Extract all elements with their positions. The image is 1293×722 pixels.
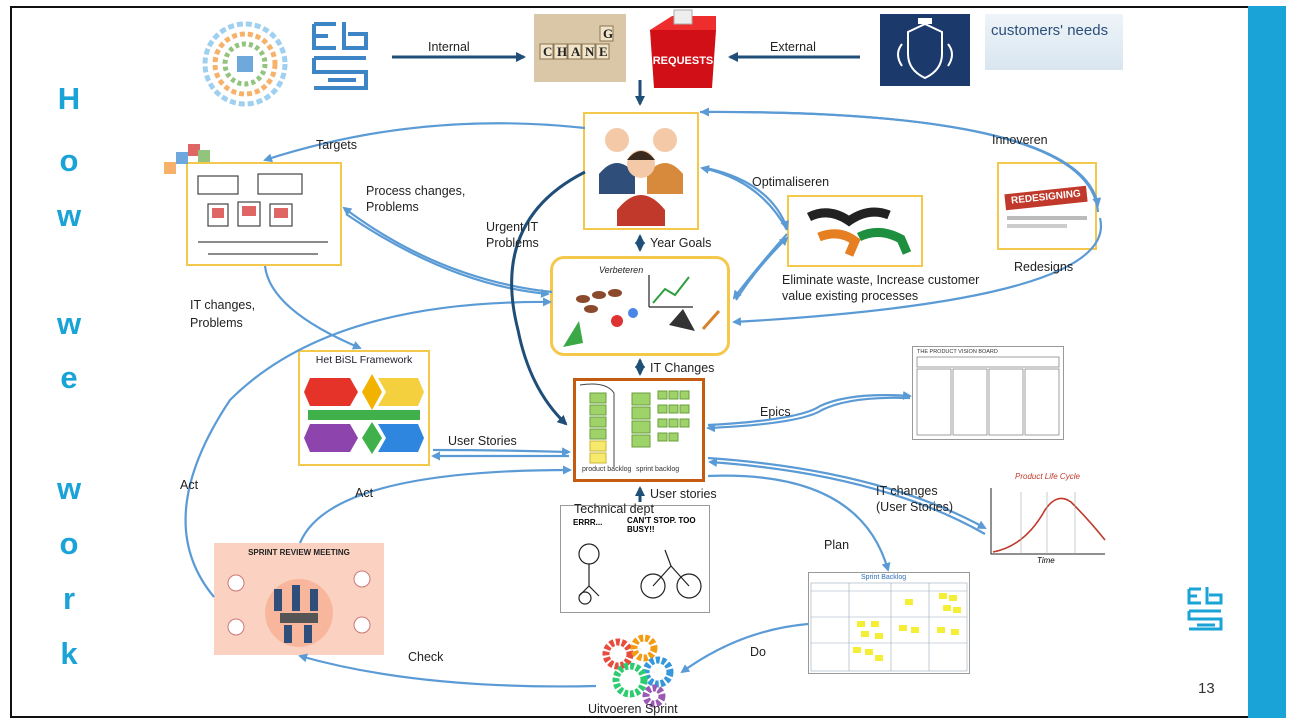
- arrow-urgent-it: [510, 170, 586, 426]
- label-targets: Targets: [316, 138, 357, 152]
- cartoon-left-text: ERRR...: [573, 518, 603, 527]
- arrow-innoveren-back: [700, 107, 1100, 213]
- label-it-changes: IT Changes: [650, 361, 715, 375]
- title-letter: H: [57, 81, 81, 116]
- arrow-it-changes-problems: [263, 265, 362, 350]
- requests-box-image: REQUESTS: [646, 8, 720, 92]
- label-it-changes-us-1: IT changes: [876, 484, 938, 498]
- change-letter: G: [603, 26, 613, 41]
- arrow-it-changes-us: [707, 456, 987, 529]
- coat-of-arms-image: [880, 14, 970, 86]
- label-process-changes-1: Process changes,: [366, 184, 466, 198]
- backlog-board-image: product backlog sprint backlog: [573, 378, 705, 482]
- label-do: Do: [750, 645, 766, 659]
- requests-label: REQUESTS: [653, 55, 714, 67]
- team-letters-icon: [164, 144, 210, 174]
- label-optimaliseren: Optimaliseren: [752, 175, 830, 189]
- label-urgent-2: Problems: [486, 236, 539, 250]
- label-internal: Internal: [428, 40, 470, 54]
- right-accent-bar: [1248, 6, 1286, 718]
- change-letter: E: [599, 44, 608, 59]
- arrow-process-changes-back: [345, 213, 550, 298]
- arrow-it-changes-us-back: [708, 458, 986, 535]
- vision-board-title: THE PRODUCT VISION BOARD: [917, 349, 998, 355]
- arrow-act-mid: [298, 465, 572, 544]
- change-letter: H: [557, 44, 567, 59]
- plc-x-label: Time: [1037, 556, 1055, 565]
- sprint-backlog-sheet-title: Sprint Backlog: [861, 574, 907, 581]
- label-act-left: Act: [180, 478, 199, 492]
- product-life-cycle-image: Product Life Cycle Time: [985, 470, 1111, 570]
- arrow-process-changes: [342, 206, 553, 294]
- change-letter: N: [585, 44, 595, 59]
- arrow-plan: [707, 474, 891, 572]
- title-letter: w: [56, 306, 82, 341]
- sprint-backlog-sheet-image: Sprint Backlog: [808, 572, 970, 674]
- arrow-user-stories-left: [432, 447, 571, 457]
- label-it-changes-problems-1: IT changes,: [190, 298, 256, 312]
- bisl-title: Het BiSL Framework: [315, 354, 413, 366]
- label-year-goals: Year Goals: [650, 236, 712, 250]
- sprint-review-title: SPRINT REVIEW MEETING: [248, 548, 350, 557]
- label-act-mid: Act: [355, 486, 374, 500]
- title-letter: w: [56, 198, 82, 233]
- label-user-stories-mid: User stories: [650, 487, 717, 501]
- label-redesigns: Redesigns: [1014, 260, 1074, 274]
- label-innoveren: Innoveren: [992, 133, 1048, 147]
- product-backlog-label: product backlog: [582, 466, 632, 473]
- too-busy-cartoon-image: ERRR... CAN'T STOP. TOO BUSY!!: [560, 505, 710, 613]
- management-people-image: [583, 112, 699, 230]
- title-letter: k: [60, 636, 78, 671]
- strategy-wheel-image: [202, 21, 288, 107]
- label-external: External: [770, 40, 816, 54]
- svg-text:Verbeteren: Verbeteren: [599, 265, 643, 275]
- sprint-review-meeting-image: SPRINT REVIEW MEETING: [214, 543, 384, 655]
- change-letter: C: [543, 44, 552, 59]
- change-blocks-image: C H A N G E: [534, 14, 626, 82]
- arrow-check: [298, 653, 597, 688]
- arrow-act-left: [184, 297, 552, 598]
- arrow-optimaliseren-back: [705, 166, 789, 230]
- arrow-targets: [263, 122, 586, 163]
- label-urgent-1: Urgent IT: [486, 220, 539, 234]
- label-epics: Epics: [760, 405, 791, 419]
- label-process-changes-2: Problems: [366, 200, 419, 214]
- label-eliminate-2: value existing processes: [782, 289, 919, 303]
- label-it-changes-us-2: (User Stories): [876, 500, 954, 514]
- label-eliminate-1: Eliminate waste, Increase customer: [782, 273, 980, 287]
- customers-needs-text: customers' needs: [991, 22, 1109, 39]
- arrow-eliminate-back: [735, 236, 789, 301]
- arrow-epics: [707, 391, 912, 427]
- label-user-stories-left: User Stories: [448, 434, 517, 448]
- plc-title: Product Life Cycle: [1015, 472, 1080, 481]
- customers-needs-image: customers' needs: [985, 14, 1123, 70]
- lean-belts-image: [787, 195, 923, 267]
- cartoon-right-text: CAN'T STOP. TOO BUSY!!: [627, 516, 696, 534]
- label-check: Check: [408, 650, 444, 664]
- cbs-logo-small: [1187, 587, 1223, 631]
- cbs-logo: [312, 22, 368, 90]
- label-it-changes-problems-2: Problems: [190, 316, 243, 330]
- title-letter: r: [62, 581, 76, 616]
- page-number: 13: [1198, 680, 1215, 697]
- team-sketch-image: [186, 162, 342, 266]
- change-letter: A: [571, 44, 581, 59]
- arrow-epics-back: [706, 396, 911, 433]
- title-letter: o: [59, 526, 79, 561]
- label-technical-dept: Technical dept: [574, 502, 654, 516]
- label-uitvoeren-sprint: Uitvoeren Sprint: [588, 702, 678, 716]
- label-plan: Plan: [824, 538, 850, 552]
- title-letter: o: [59, 143, 79, 178]
- sprint-backlog-label: sprint backlog: [636, 466, 679, 473]
- gears-image: [602, 634, 674, 708]
- product-vision-board-image: THE PRODUCT VISION BOARD: [912, 346, 1064, 440]
- title-letter: w: [56, 471, 82, 506]
- title-letter: e: [60, 360, 78, 395]
- bisl-framework-image: Het BiSL Framework: [298, 350, 430, 466]
- arrow-redesigns: [732, 217, 1103, 327]
- improvement-sketch-image: Verbeteren: [550, 256, 730, 356]
- arrow-do: [680, 622, 809, 674]
